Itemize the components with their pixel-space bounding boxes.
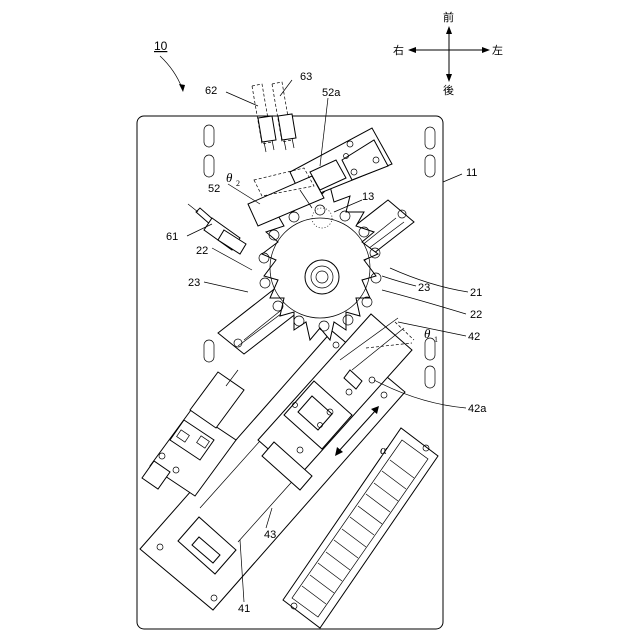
- label-43: 43: [264, 529, 276, 541]
- direction-compass: 前 後 右 左: [393, 10, 503, 97]
- label-theta2-sub: 2: [236, 179, 240, 188]
- dir-right-label: 右: [393, 43, 404, 57]
- label-41: 41: [238, 603, 250, 615]
- label-63: 63: [300, 71, 312, 83]
- label-23-left: 23: [188, 277, 200, 289]
- dir-back-label: 後: [443, 83, 454, 97]
- label-theta1: θ: [424, 326, 431, 341]
- dir-left-label: 左: [492, 44, 503, 57]
- label-22-right: 22: [470, 309, 482, 321]
- sensors-62-63: [252, 82, 296, 152]
- label-62: 62: [205, 85, 217, 97]
- label-10: 10: [154, 39, 168, 53]
- label-42: 42: [468, 331, 480, 343]
- label-alpha: α: [380, 442, 388, 457]
- label-42a: 42a: [468, 403, 487, 415]
- label-61: 61: [166, 231, 178, 243]
- label-22-left: 22: [196, 245, 208, 257]
- dir-front-label: 前: [443, 10, 454, 24]
- label-52a: 52a: [322, 87, 341, 99]
- label-23-right: 23: [418, 282, 430, 294]
- label-21: 21: [470, 287, 482, 299]
- label-theta1-sub: 1: [434, 335, 438, 344]
- label-11: 11: [466, 167, 477, 179]
- label-13: 13: [362, 191, 374, 203]
- label-52: 52: [208, 183, 220, 195]
- label-theta2: θ: [226, 170, 233, 185]
